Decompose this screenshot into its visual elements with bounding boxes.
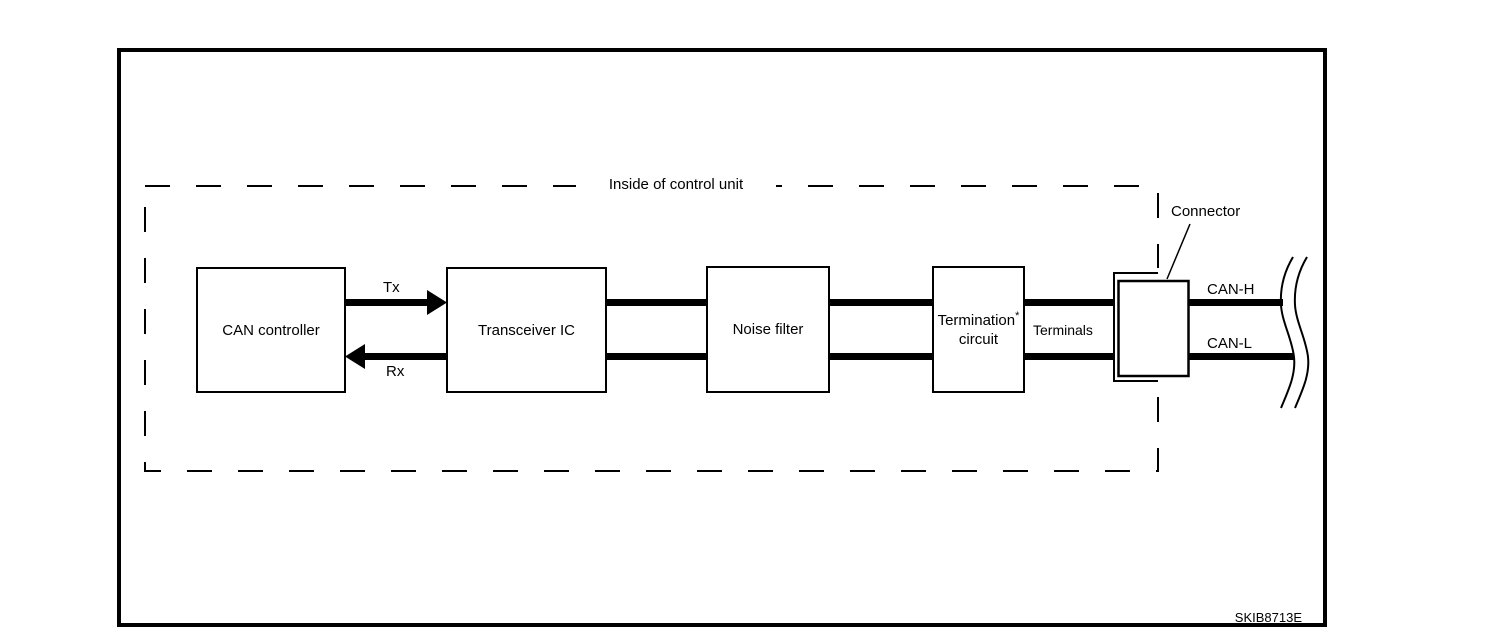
rx-signal-label: Rx (386, 363, 405, 380)
can-h-label: CAN-H (1207, 281, 1255, 298)
terminals-label: Terminals (1033, 322, 1093, 338)
block-transceiver-ic: Transceiver IC (446, 267, 607, 393)
can-wires (1188, 299, 1294, 360)
cable-break-icon (1279, 256, 1310, 409)
figure-border (117, 48, 1327, 627)
connector-shape (1113, 268, 1190, 388)
block-transceiver-ic-label: Transceiver IC (478, 321, 575, 339)
tx-signal-label: Tx (383, 279, 400, 296)
block-termination-circuit: Termination* circuit (932, 266, 1025, 393)
figure-id: SKIB8713E (1234, 610, 1302, 625)
control-unit-boundary-label: Inside of control unit (576, 175, 776, 195)
block-can-controller-label: CAN controller (222, 321, 320, 339)
block-termination-circuit-label: Termination* circuit (937, 309, 1020, 348)
rx-arrow-icon (345, 344, 446, 369)
block-can-controller: CAN controller (196, 267, 346, 393)
block-noise-filter-label: Noise filter (732, 321, 804, 338)
can-l-label: CAN-L (1207, 335, 1253, 352)
block-noise-filter: Noise filter (706, 266, 830, 393)
control-unit-boundary (144, 185, 1159, 472)
connector-leader-line (1166, 223, 1191, 280)
tx-arrow-icon (346, 290, 447, 315)
termination-footnote-asterisk: * (1015, 309, 1020, 322)
connector-label: Connector (1171, 203, 1241, 220)
